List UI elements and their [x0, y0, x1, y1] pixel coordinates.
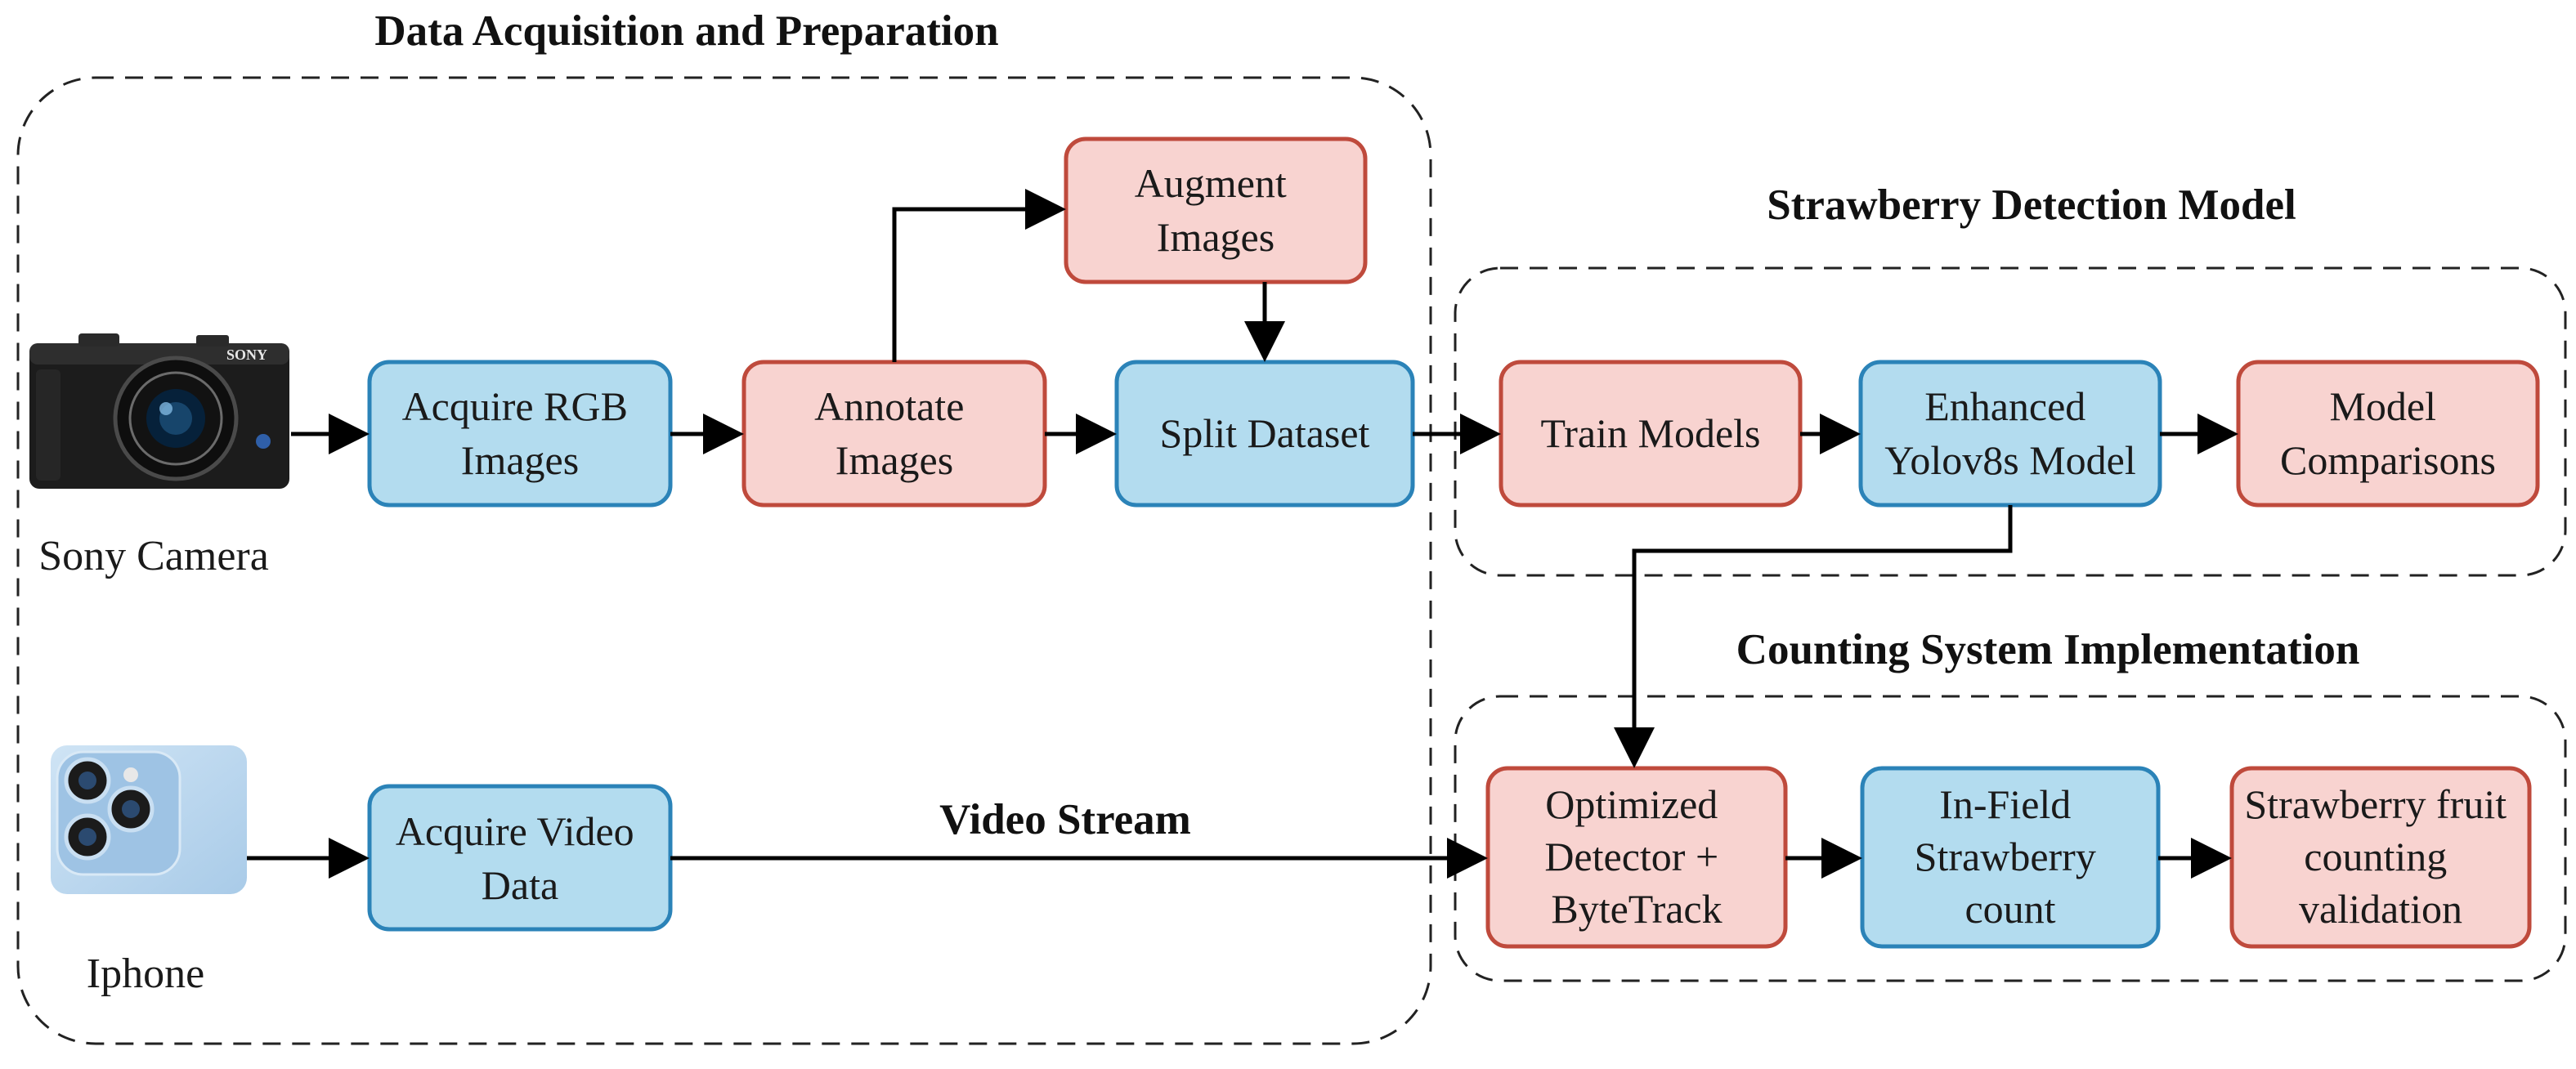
annotate-line-2: Images: [836, 437, 953, 483]
model-comparisons-rect: [2236, 360, 2540, 508]
optimized-detector-line-3: ByteTrack: [1551, 886, 1722, 932]
augment-line-1: Augment: [1135, 160, 1287, 206]
enhanced-model-label: Enhanced Yolov8s Model: [1884, 383, 2136, 483]
split-dataset-box: Split Dataset: [1114, 360, 1415, 508]
counting-validation-line-1: Strawberry fruit: [2244, 781, 2507, 827]
smartphone-icon: [51, 745, 247, 894]
optimized-detector-label: Optimized Detector + ByteTrack: [1544, 781, 1728, 932]
counting-validation-line-2: counting: [2304, 834, 2447, 879]
acquire-video-line-1: Acquire Video: [396, 808, 634, 854]
counting-validation-line-3: validation: [2299, 886, 2462, 932]
section-detection-model: [1454, 266, 2567, 577]
augment-rect: [1064, 136, 1368, 284]
optimized-detector-box: Optimized Detector + ByteTrack: [1485, 766, 1788, 949]
phone-label: Iphone: [87, 950, 204, 997]
section-data-acquisition: [16, 76, 1432, 1045]
model-comparisons-line-2: Comparisons: [2280, 437, 2496, 483]
enhanced-model-box: Enhanced Yolov8s Model: [1858, 360, 2162, 508]
acquire-video-label: Acquire Video Data: [396, 808, 644, 908]
acquire-rgb-box: Acquire RGB Images: [367, 360, 673, 508]
infield-count-line-2: Strawberry: [1915, 834, 2096, 879]
augment-line-2: Images: [1157, 214, 1275, 260]
infield-count-line-1: In-Field: [1939, 781, 2071, 827]
annotate-line-1: Annotate: [814, 383, 964, 429]
arrow-annotate-to-augment: [892, 189, 1066, 362]
train-models-line-1: Train Models: [1540, 410, 1760, 456]
enhanced-model-line-1: Enhanced: [1924, 383, 2085, 429]
optimized-detector-line-1: Optimized: [1545, 781, 1718, 827]
heading-detection-model: Strawberry Detection Model: [1767, 181, 2296, 229]
camera-icon: SONY: [29, 333, 289, 489]
annotate-box: Annotate Images: [741, 360, 1047, 508]
train-models-box: Train Models: [1499, 360, 1803, 508]
infield-count-box: In-Field Strawberry count: [1860, 766, 2161, 949]
acquire-rgb-line-2: Images: [461, 437, 579, 483]
camera-brand: SONY: [226, 347, 267, 363]
enhanced-model-line-2: Yolov8s Model: [1884, 437, 2136, 483]
video-stream-label: Video Stream: [939, 796, 1191, 843]
infield-count-label: In-Field Strawberry count: [1915, 781, 2107, 932]
annotate-label: Annotate Images: [814, 383, 974, 483]
acquire-rgb-line-1: Acquire RGB: [402, 383, 628, 429]
counting-validation-rect: [2229, 766, 2532, 949]
augment-box: Augment Images: [1064, 136, 1368, 284]
counting-validation-box: Strawberry fruit counting validation: [2229, 766, 2532, 949]
camera-label: Sony Camera: [38, 533, 269, 579]
acquire-video-box: Acquire Video Data: [367, 784, 673, 932]
model-comparisons-label: Model Comparisons: [2280, 383, 2496, 483]
infield-count-line-3: count: [1964, 886, 2055, 932]
counting-validation-label: Strawberry fruit counting validation: [2244, 781, 2516, 932]
heading-counting-system: Counting System Implementation: [1736, 626, 2360, 673]
augment-label: Augment Images: [1135, 160, 1297, 260]
train-models-label: Train Models: [1540, 410, 1760, 456]
model-comparisons-box: Model Comparisons: [2236, 360, 2540, 508]
acquire-rgb-label: Acquire RGB Images: [402, 383, 638, 483]
heading-data-acquisition: Data Acquisition and Preparation: [374, 7, 998, 55]
optimized-detector-line-2: Detector +: [1544, 834, 1718, 879]
model-comparisons-line-1: Model: [2329, 383, 2436, 429]
split-dataset-line-1: Split Dataset: [1160, 410, 1370, 456]
arrow-enhanced-to-optimized: [1614, 505, 2013, 768]
connector-arrows: [247, 189, 2238, 879]
acquire-video-line-2: Data: [482, 862, 558, 908]
split-dataset-label: Split Dataset: [1160, 410, 1370, 456]
